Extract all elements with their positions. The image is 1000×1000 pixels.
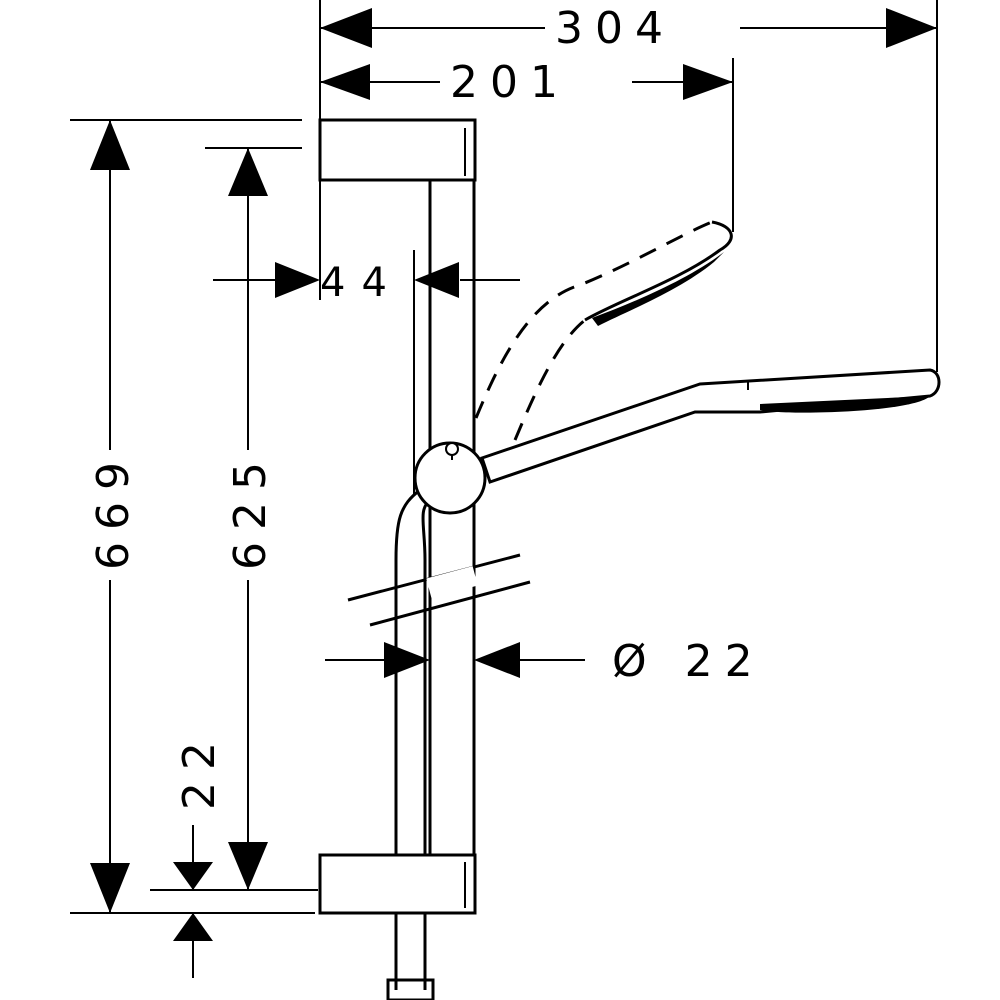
dimension-label-669: 669 <box>88 450 139 570</box>
overall-width-dimension: 304 <box>319 0 938 372</box>
arrow-right-head <box>886 8 937 48</box>
arrow-up-head <box>228 148 268 196</box>
handshower <box>480 368 941 484</box>
arrow-down-head <box>228 842 268 890</box>
arrow-left-head <box>320 64 370 100</box>
arrow-right-head <box>384 642 430 678</box>
bracket-spacing-dimension: 625 <box>205 147 302 890</box>
bracket-height-dimension: 22 <box>150 730 318 978</box>
dimension-label-304: 304 <box>555 3 675 54</box>
dimension-label-625: 625 <box>225 450 276 570</box>
handshower-tilted-outline <box>474 220 733 441</box>
shower-rail <box>347 180 531 1000</box>
arrow-left-head <box>414 262 459 298</box>
bottom-wall-bracket <box>318 853 477 915</box>
arrow-down-head <box>173 862 213 890</box>
rail-diameter-dimension: Ø 22 <box>325 636 765 687</box>
arrow-down-head <box>90 863 130 913</box>
arrow-right-head <box>683 64 733 100</box>
arrow-left-head <box>474 642 520 678</box>
dimension-label-201: 201 <box>450 57 570 108</box>
shower-hose <box>394 488 432 855</box>
arrow-right-head <box>275 262 320 298</box>
overall-height-dimension: 669 <box>70 119 315 914</box>
slider-holder <box>413 441 487 515</box>
dimension-label-44: 44 <box>320 260 403 306</box>
bracket-offset-dimension: 44 <box>213 180 520 495</box>
arrow-left-head <box>320 8 372 48</box>
dimension-label-diameter-22: Ø 22 <box>612 636 765 687</box>
arrow-up-head <box>90 120 130 170</box>
top-wall-bracket <box>318 118 477 182</box>
head-width-dimension: 201 <box>320 57 734 232</box>
arrow-up-head <box>173 913 213 941</box>
dimension-label-22: 22 <box>174 730 225 810</box>
